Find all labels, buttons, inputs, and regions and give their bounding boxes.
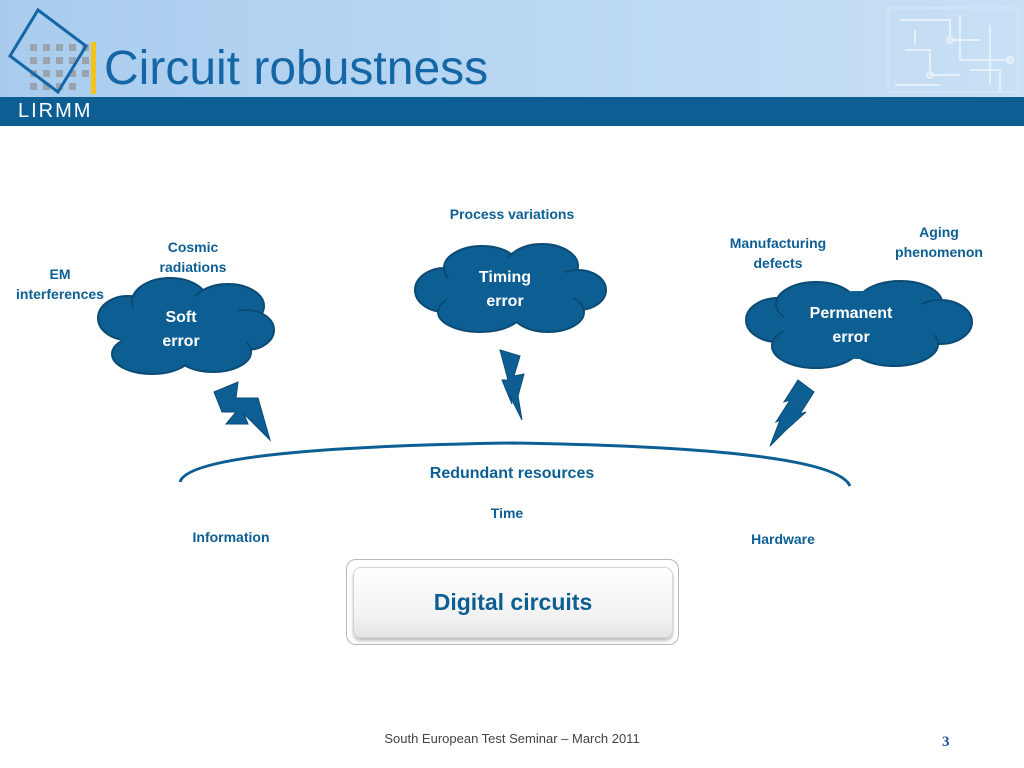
aging-line2: phenomenon <box>895 244 983 260</box>
slide-header <box>0 0 1024 97</box>
aging-phenomenon-label: Aging phenomenon <box>895 222 983 262</box>
timing-error-line1: Timing <box>478 269 532 286</box>
manufacturing-line1: Manufacturing <box>729 235 827 251</box>
header-band <box>0 97 1024 126</box>
timing-error-cloud <box>414 243 607 333</box>
digital-circuits-box: Digital circuits <box>353 567 673 638</box>
manufacturing-defects-label: Manufacturing defects <box>730 233 826 273</box>
permanent-error-line1: Permanent <box>809 305 893 322</box>
redundant-resources-arc <box>178 441 852 487</box>
time-label: Time <box>490 505 524 521</box>
timing-error-line2: error <box>486 293 524 310</box>
timing-error-label: Timing error <box>479 266 531 314</box>
circuit-decoration <box>887 7 1019 93</box>
logo-diamond-outline <box>8 7 88 95</box>
logo-dot-grid <box>30 44 89 90</box>
soft-error-label: Soft error <box>162 306 199 354</box>
page-number: 3 <box>942 734 950 750</box>
permanent-error-line2: error <box>832 329 870 346</box>
soft-error-line1: Soft <box>165 309 197 326</box>
hardware-label: Hardware <box>751 531 815 547</box>
em-interferences-label: EM interferences <box>16 264 104 304</box>
permanent-error-lightning-icon <box>769 379 815 447</box>
lirmm-logo-graphic <box>8 7 1019 95</box>
em-line1: EM <box>49 266 71 282</box>
logo-yellow-bar <box>91 42 96 94</box>
information-label: Information <box>192 529 270 545</box>
process-variations-label: Process variations <box>449 206 575 222</box>
cosmic-radiations-label: Cosmic radiations <box>160 237 227 277</box>
slide-title: Circuit robustness <box>104 42 489 95</box>
permanent-error-label: Permanent error <box>810 302 893 350</box>
permanent-error-cloud <box>745 280 973 369</box>
manufacturing-line2: defects <box>753 255 803 271</box>
timing-error-lightning-icon <box>499 349 525 421</box>
soft-error-lightning-icon <box>213 381 272 442</box>
soft-error-line2: error <box>162 333 200 350</box>
aging-line1: Aging <box>919 224 959 240</box>
redundant-resources-label: Redundant resources <box>429 465 595 482</box>
footer-text: South European Test Seminar – March 2011 <box>384 731 640 746</box>
cosmic-line2: radiations <box>159 259 227 275</box>
soft-error-cloud <box>97 277 275 375</box>
lirmm-logo-text: LIRMM <box>18 100 93 122</box>
cosmic-line1: Cosmic <box>167 239 219 255</box>
em-line2: interferences <box>16 286 104 302</box>
digital-circuits-label: Digital circuits <box>433 589 593 615</box>
